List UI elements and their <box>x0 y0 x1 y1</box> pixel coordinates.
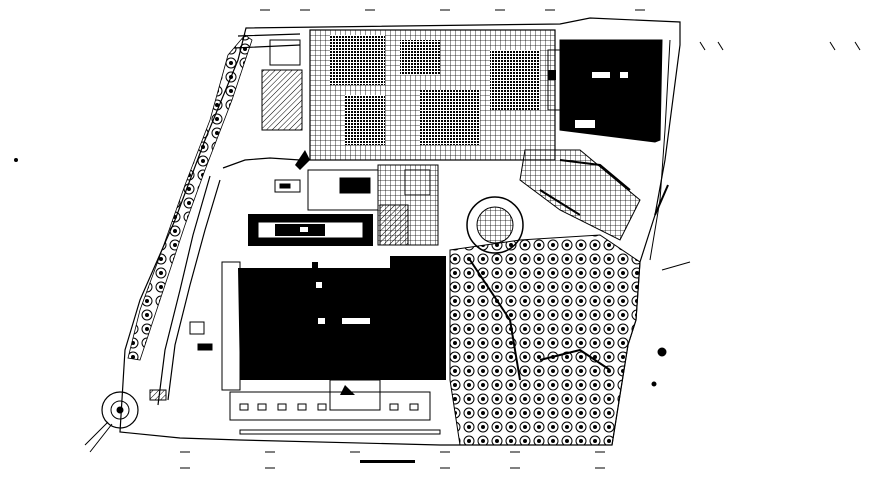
top-building-block <box>261 29 556 170</box>
main-building <box>221 256 446 411</box>
perimeter-arrows <box>14 9 861 469</box>
top-right-building <box>547 39 663 143</box>
right-markings <box>649 39 691 271</box>
roundabout <box>84 391 139 453</box>
strip-building <box>248 214 373 246</box>
parking-row <box>229 391 441 435</box>
central-structures <box>274 164 439 246</box>
left-details <box>149 321 213 401</box>
garden-area <box>449 196 641 446</box>
scale-bar <box>360 460 415 463</box>
left-tree-row <box>127 34 253 361</box>
diagonal-wing <box>519 149 641 241</box>
